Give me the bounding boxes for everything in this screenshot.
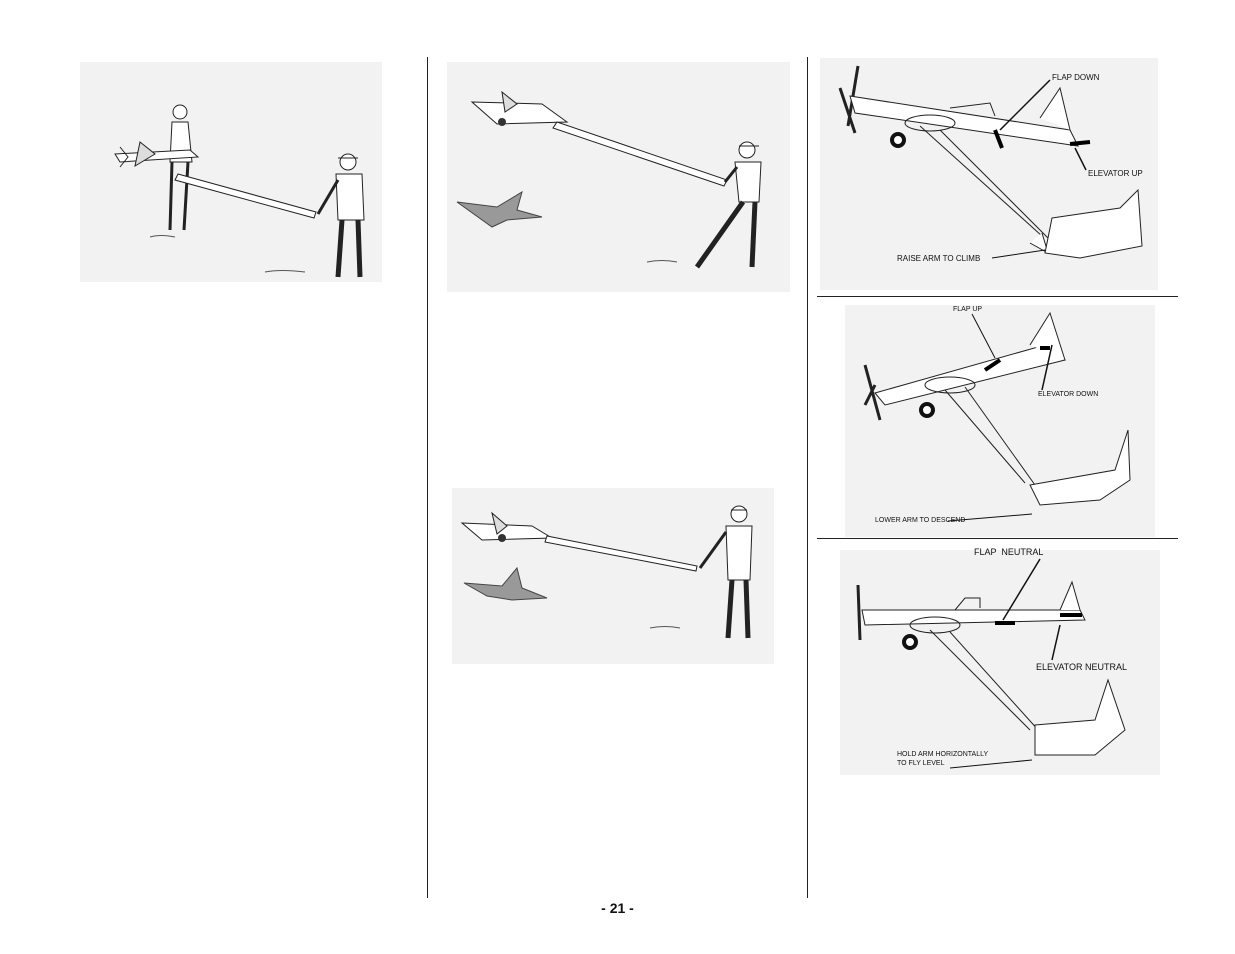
illustration-launch-helper <box>80 62 382 282</box>
label-flap-up: FLAP UP <box>953 306 983 313</box>
pilot-walking-drawing <box>456 90 762 269</box>
launch-helper-drawing <box>114 104 365 278</box>
illustration-descend <box>845 305 1155 537</box>
column-divider-right <box>807 57 808 898</box>
label-raise-arm: RAISE ARM TO CLIMB <box>897 254 981 263</box>
section-divider-1 <box>817 296 1178 297</box>
label-elevator-down: ELEVATOR DOWN <box>1038 391 1099 398</box>
label-hold-arm-2: TO FLY LEVEL <box>897 760 945 767</box>
label-hold-arm-1: HOLD ARM HORIZONTALLY <box>897 751 989 758</box>
label-elevator-up: ELEVATOR UP <box>1088 169 1143 178</box>
illustration-climb <box>820 58 1158 290</box>
descend-drawing <box>863 311 1131 506</box>
page-number: - 21 - <box>601 900 634 916</box>
illustration-pilot-standing <box>452 488 774 664</box>
pilot-standing-drawing <box>460 505 753 639</box>
column-divider-left <box>427 57 428 898</box>
label-lower-arm: LOWER ARM TO DESCEND <box>875 517 966 524</box>
label-flap-down: FLAP DOWN <box>1052 73 1100 82</box>
climb-drawing <box>838 65 1143 259</box>
label-flap-neutral: FLAP NEUTRAL <box>974 547 1044 557</box>
section-divider-2 <box>817 538 1178 539</box>
illustration-pilot-walking <box>447 62 790 292</box>
label-elevator-neutral: ELEVATOR NEUTRAL <box>1036 662 1128 672</box>
